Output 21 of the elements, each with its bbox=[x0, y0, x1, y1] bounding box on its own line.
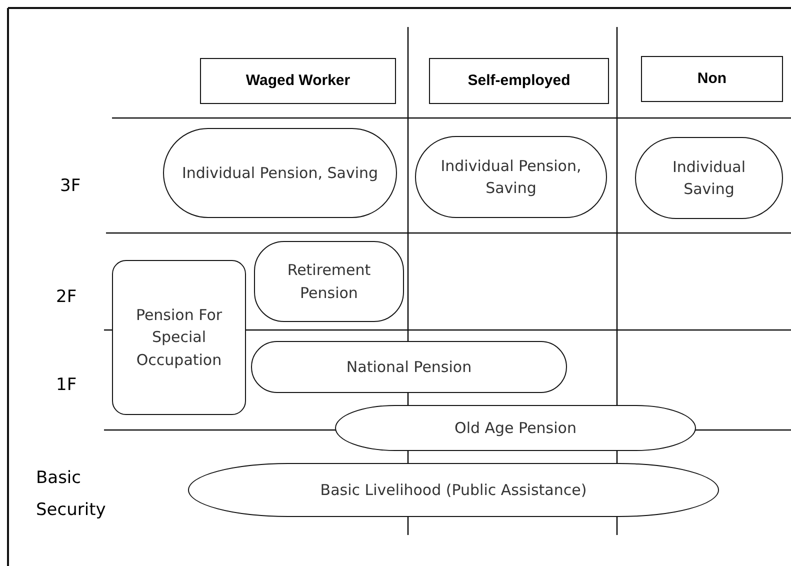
rounded-box bbox=[251, 341, 567, 393]
node-label: Retirement Pension bbox=[286, 260, 372, 304]
row-label: 3F bbox=[60, 175, 82, 198]
row-label: 2F bbox=[56, 286, 78, 309]
category-box bbox=[429, 58, 609, 104]
node-label: Non bbox=[697, 70, 727, 88]
node-label: Pension For Special Occupation bbox=[134, 304, 224, 371]
rounded-box bbox=[112, 260, 246, 415]
node-label: Self-employed bbox=[468, 72, 570, 90]
row-label: 1F bbox=[56, 374, 78, 397]
rounded-box bbox=[254, 241, 404, 322]
row-label: Basic Security bbox=[36, 467, 107, 522]
node-label: Waged Worker bbox=[246, 72, 350, 90]
node-label: Basic Livelihood (Public Assistance) bbox=[320, 480, 587, 501]
node-label: Individual Pension, Saving bbox=[440, 156, 582, 199]
node-label: Old Age Pension bbox=[454, 418, 576, 439]
category-box bbox=[641, 56, 783, 102]
node-label: National Pension bbox=[346, 356, 472, 378]
category-box bbox=[200, 58, 396, 104]
node-label: Individual Saving bbox=[671, 156, 747, 200]
node-label: Individual Pension, Saving bbox=[182, 162, 378, 184]
